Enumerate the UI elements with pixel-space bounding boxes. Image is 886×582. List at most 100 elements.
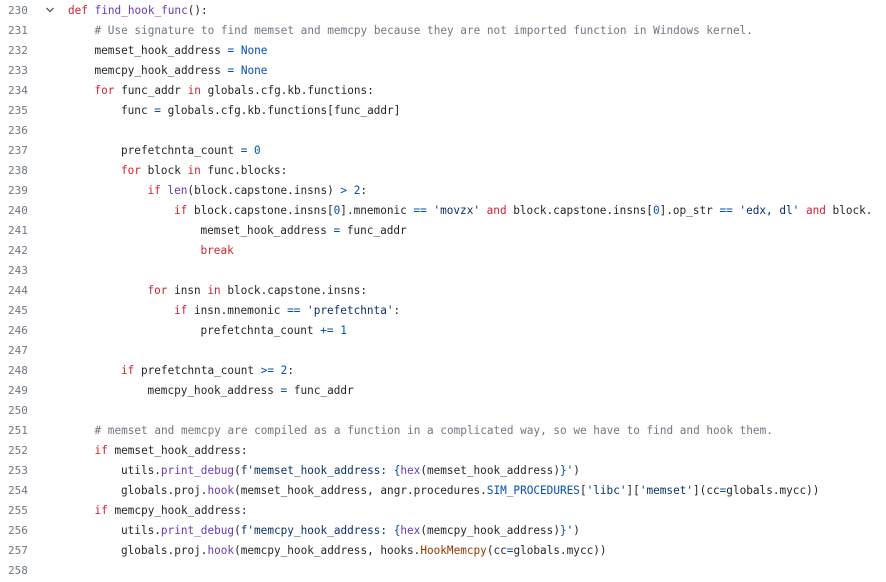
line-number[interactable]: 247 [8, 343, 28, 357]
line-number[interactable]: 252 [8, 443, 28, 457]
code-line: 253 utils.print_debug(f'memset_hook_addre… [0, 460, 886, 480]
code-token: None [240, 43, 268, 57]
code-token: None [240, 63, 268, 77]
code-token: (memcpy_hook_address) [420, 523, 560, 537]
line-number[interactable]: 244 [8, 283, 28, 297]
code-token: if [174, 303, 188, 317]
code-token: if [94, 443, 108, 457]
line-number[interactable]: 242 [8, 243, 28, 257]
code-token: memcpy_hook_address: [107, 503, 248, 517]
code-token: memcpy_hook_address [94, 63, 221, 77]
code-token: } [559, 523, 567, 537]
code-token: print_debug [160, 463, 235, 477]
code-token: = [326, 223, 347, 237]
code-token: block.capstone.insns: [220, 283, 367, 297]
code-line: 242 break [0, 240, 886, 260]
code-token: in [187, 163, 201, 177]
code-token [799, 204, 806, 217]
code-token: globals.proj. [121, 483, 208, 497]
code-token: func_addr [346, 223, 407, 237]
line-number[interactable]: 239 [8, 183, 28, 197]
code-token: break [200, 243, 234, 257]
code-text: prefetchnta_count += 1 [201, 324, 347, 337]
code-token: for [121, 163, 141, 177]
code-token: (block.capstone.insns) [187, 183, 341, 197]
code-token: 'prefetchnta' [307, 303, 394, 317]
code-token: HookMemcpy [420, 543, 487, 557]
code-line: 232 memset_hook_address = None [0, 40, 886, 60]
line-number[interactable]: 241 [8, 223, 28, 237]
line-number[interactable]: 245 [8, 303, 28, 317]
code-token: 'memset' [639, 483, 694, 497]
code-text: for func_addr in globals.cfg.kb.function… [95, 84, 374, 97]
code-token: 'movzx' [433, 203, 480, 217]
line-number[interactable]: 230 [8, 3, 28, 17]
line-number[interactable]: 235 [8, 103, 28, 117]
code-token: ) [573, 523, 580, 537]
line-number[interactable]: 231 [8, 23, 28, 37]
code-token: 0 [254, 143, 261, 157]
line-number[interactable]: 258 [8, 563, 28, 577]
line-number[interactable]: 251 [8, 423, 28, 437]
line-number[interactable]: 232 [8, 43, 28, 57]
line-number[interactable]: 253 [8, 463, 28, 477]
chevron-down-icon[interactable] [44, 4, 56, 16]
code-token: ) [573, 463, 580, 477]
code-token: globals.cfg.kb.functions: [200, 83, 374, 97]
line-number[interactable]: 254 [8, 483, 28, 497]
code-line: 250 [0, 400, 886, 420]
code-token: = [147, 103, 168, 117]
code-token: 0 [333, 203, 341, 217]
code-line: 233 memcpy_hook_address = None [0, 60, 886, 80]
code-token: (memset_hook_address) [420, 463, 560, 477]
code-token: block.capstone.insns[ [506, 203, 653, 217]
line-number[interactable]: 257 [8, 543, 28, 557]
line-number[interactable]: 249 [8, 383, 28, 397]
line-number[interactable]: 237 [8, 143, 28, 157]
code-token: def [68, 3, 88, 17]
code-token: == [287, 303, 301, 317]
code-token: block [140, 163, 188, 177]
code-text: memset_hook_address = func_addr [201, 224, 407, 237]
code-token: insn [167, 283, 208, 297]
code-token: print_debug [160, 523, 235, 537]
code-token: func [121, 103, 148, 117]
line-number[interactable]: 250 [8, 403, 28, 417]
line-number[interactable]: 234 [8, 83, 28, 97]
line-number[interactable]: 233 [8, 63, 28, 77]
line-number[interactable]: 256 [8, 523, 28, 537]
code-text: for block in func.blocks: [121, 164, 287, 177]
line-number[interactable]: 238 [8, 163, 28, 177]
code-token: = [220, 63, 241, 77]
code-token: : [360, 183, 368, 197]
code-token: func.blocks: [200, 163, 288, 177]
line-number[interactable]: 236 [8, 123, 28, 137]
code-token: hex [400, 523, 421, 537]
line-number[interactable]: 246 [8, 323, 28, 337]
code-text: break [201, 244, 234, 257]
code-token: prefetchnta_count [134, 363, 261, 377]
code-text: utils.print_debug(f'memset_hook_address:… [121, 464, 580, 477]
code-token: = [220, 43, 241, 57]
code-token: prefetchnta_count [121, 143, 235, 157]
code-text: globals.proj.hook(memset_hook_address, a… [121, 484, 819, 497]
code-token: find_hook_func [94, 3, 188, 17]
code-token: memset_hook_address [94, 43, 221, 57]
code-token: ( [234, 463, 241, 477]
code-token: > [340, 183, 348, 197]
line-number[interactable]: 243 [8, 263, 28, 277]
code-token: if [147, 183, 161, 197]
code-token [347, 184, 354, 197]
code-token: in [187, 83, 201, 97]
code-token: ][ [626, 483, 640, 497]
line-number[interactable]: 255 [8, 503, 28, 517]
line-number[interactable]: 240 [8, 203, 28, 217]
line-number[interactable]: 248 [8, 363, 28, 377]
